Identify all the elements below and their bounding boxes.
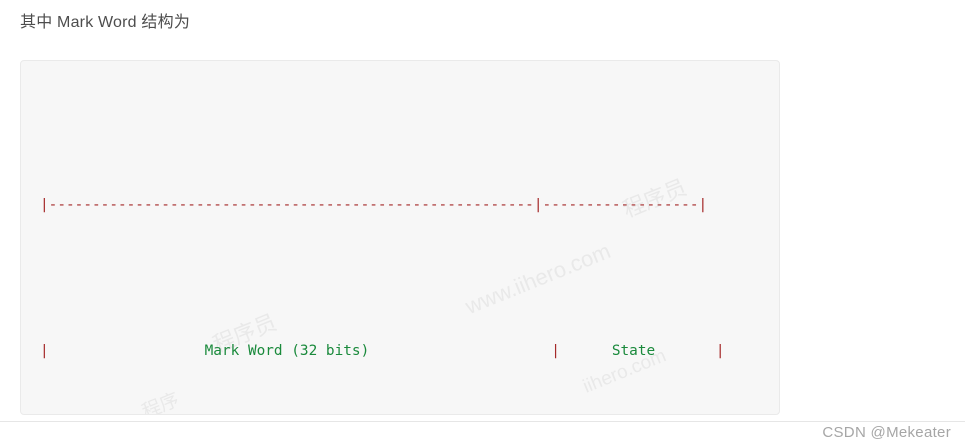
spacer (655, 343, 716, 359)
table-rule-top: |---------------------------------------… (40, 191, 725, 220)
mark-word-header-label: Mark Word (32 bits) (204, 342, 370, 359)
code-block[interactable]: |---------------------------------------… (20, 60, 780, 415)
table-header-row: | Mark Word (32 bits) | State | (40, 337, 725, 366)
spacer (560, 343, 612, 359)
pipe-glyph: | (40, 196, 49, 213)
spacer (369, 343, 551, 359)
pipe-glyph: | (533, 196, 543, 213)
code-content[interactable]: |---------------------------------------… (40, 74, 725, 414)
footer-divider (0, 421, 965, 422)
state-header-label: State (611, 342, 656, 359)
rule-dashes-right: ------------------ (542, 196, 699, 213)
pipe-glyph: | (551, 342, 560, 359)
pipe-glyph: | (698, 196, 708, 213)
spacer (49, 343, 205, 359)
pipe-glyph: | (715, 342, 725, 359)
pipe-glyph: | (40, 342, 49, 359)
footer-credit: CSDN @Mekeater (822, 424, 951, 441)
rule-dashes-left: ----------------------------------------… (48, 196, 534, 213)
intro-paragraph: 其中 Mark Word 结构为 (20, 14, 191, 31)
